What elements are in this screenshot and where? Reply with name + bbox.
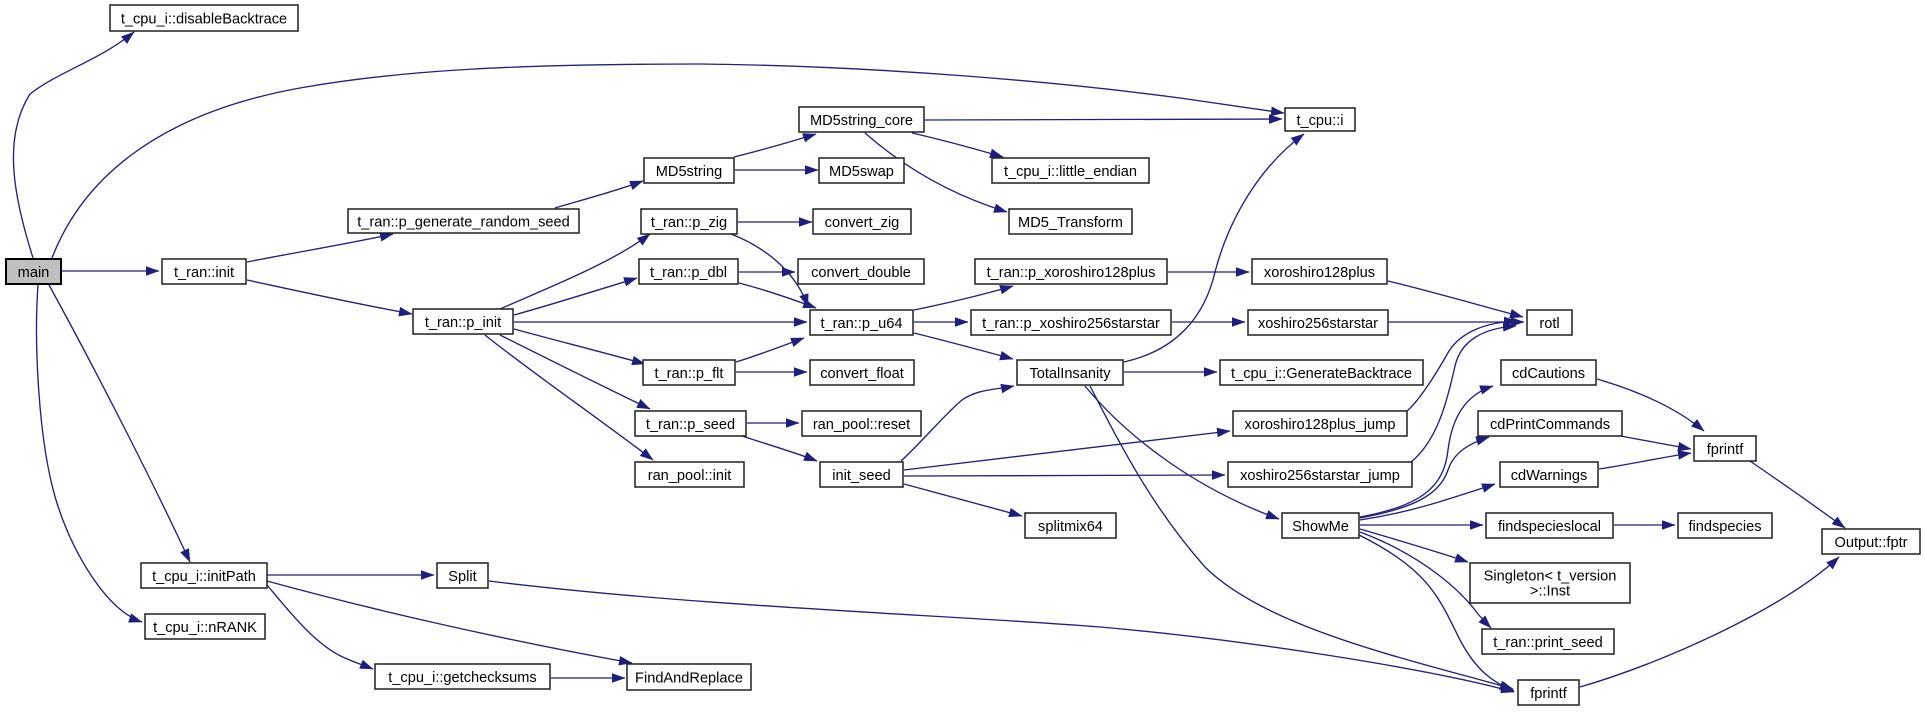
svg-text:ran_pool::reset: ran_pool::reset bbox=[813, 417, 910, 433]
svg-text:MD5string_core: MD5string_core bbox=[810, 113, 913, 129]
svg-text:splitmix64: splitmix64 bbox=[1038, 519, 1103, 535]
svg-text:FindAndReplace: FindAndReplace bbox=[635, 670, 743, 686]
svg-text:t_ran::p_zig: t_ran::p_zig bbox=[651, 215, 727, 231]
svg-text:t_ran::p_init: t_ran::p_init bbox=[425, 315, 501, 331]
svg-text:t_ran::p_seed: t_ran::p_seed bbox=[646, 417, 735, 433]
svg-text:t_cpu_i::initPath: t_cpu_i::initPath bbox=[152, 569, 256, 585]
svg-text:MD5swap: MD5swap bbox=[829, 164, 894, 180]
svg-text:ShowMe: ShowMe bbox=[1292, 519, 1349, 535]
svg-text:t_ran::p_u64: t_ran::p_u64 bbox=[821, 316, 903, 332]
svg-text:cdCautions: cdCautions bbox=[1512, 366, 1585, 382]
svg-text:t_ran::p_flt: t_ran::p_flt bbox=[655, 366, 724, 382]
svg-text:xoshiro256starstar_jump: xoshiro256starstar_jump bbox=[1240, 468, 1400, 484]
svg-text:t_cpu_i::disableBacktrace: t_cpu_i::disableBacktrace bbox=[121, 11, 287, 27]
svg-text:t_cpu_i::nRANK: t_cpu_i::nRANK bbox=[153, 620, 257, 636]
svg-text:>::Inst: >::Inst bbox=[1530, 584, 1570, 600]
svg-text:Split: Split bbox=[448, 569, 476, 585]
svg-text:MD5_Transform: MD5_Transform bbox=[1018, 215, 1123, 231]
svg-text:t_cpu_i::GenerateBacktrace: t_cpu_i::GenerateBacktrace bbox=[1231, 366, 1412, 382]
svg-text:main: main bbox=[18, 265, 50, 281]
svg-text:xoroshiro128plus: xoroshiro128plus bbox=[1264, 265, 1375, 281]
svg-text:ran_pool::init: ran_pool::init bbox=[648, 468, 732, 484]
svg-text:rotl: rotl bbox=[1539, 316, 1559, 332]
svg-text:Output::fptr: Output::fptr bbox=[1834, 535, 1907, 551]
svg-text:convert_float: convert_float bbox=[820, 366, 904, 382]
svg-text:t_cpu_i::little_endian: t_cpu_i::little_endian bbox=[1004, 164, 1137, 180]
svg-text:xoshiro256starstar: xoshiro256starstar bbox=[1258, 316, 1378, 332]
svg-text:MD5string: MD5string bbox=[656, 164, 723, 180]
svg-text:t_ran::init: t_ran::init bbox=[174, 265, 234, 281]
svg-text:findspecies: findspecies bbox=[1688, 519, 1761, 535]
svg-text:fprintf: fprintf bbox=[1530, 686, 1567, 702]
svg-text:convert_double: convert_double bbox=[811, 265, 911, 281]
svg-text:cdWarnings: cdWarnings bbox=[1511, 468, 1588, 484]
svg-text:init_seed: init_seed bbox=[832, 468, 890, 484]
svg-text:fprintf: fprintf bbox=[1707, 442, 1744, 458]
svg-text:t_ran::p_xoroshiro128plus: t_ran::p_xoroshiro128plus bbox=[987, 265, 1156, 281]
svg-text:t_ran::p_dbl: t_ran::p_dbl bbox=[650, 265, 727, 281]
svg-text:cdPrintCommands: cdPrintCommands bbox=[1490, 417, 1610, 433]
svg-text:t_ran::print_seed: t_ran::print_seed bbox=[1493, 635, 1603, 651]
svg-text:t_cpu_i::getchecksums: t_cpu_i::getchecksums bbox=[388, 670, 536, 686]
svg-text:t_ran::p_generate_random_seed: t_ran::p_generate_random_seed bbox=[357, 214, 570, 230]
svg-text:xoroshiro128plus_jump: xoroshiro128plus_jump bbox=[1245, 417, 1396, 433]
svg-text:t_cpu::i: t_cpu::i bbox=[1296, 113, 1343, 129]
svg-text:convert_zig: convert_zig bbox=[825, 215, 900, 231]
svg-text:TotalInsanity: TotalInsanity bbox=[1029, 366, 1111, 382]
svg-text:t_ran::p_xoshiro256starstar: t_ran::p_xoshiro256starstar bbox=[982, 316, 1160, 332]
svg-text:Singleton< t_version: Singleton< t_version bbox=[1484, 569, 1617, 585]
svg-text:findspecieslocal: findspecieslocal bbox=[1498, 519, 1601, 535]
